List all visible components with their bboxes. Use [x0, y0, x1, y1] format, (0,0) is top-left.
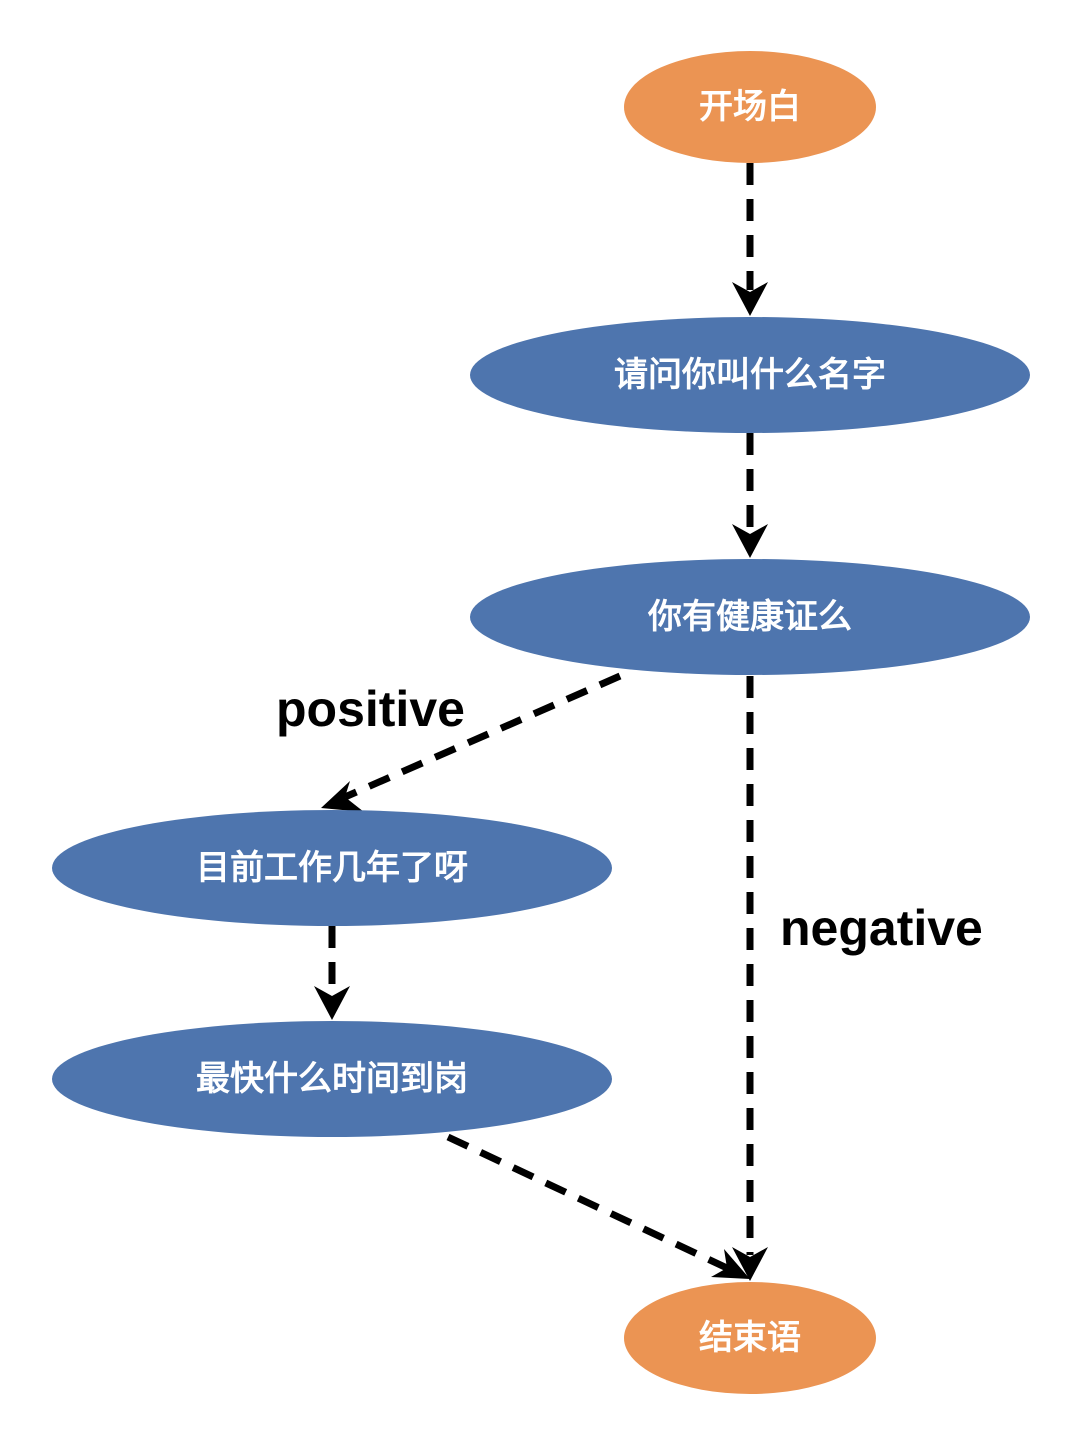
node-end[interactable]: 结束语: [624, 1282, 876, 1394]
start-label: 开场白: [699, 87, 801, 127]
arrowhead-ask-name: [732, 282, 768, 316]
node-work-years[interactable]: 目前工作几年了呀: [52, 810, 612, 926]
arrowhead-start-date: [314, 986, 350, 1020]
start-date-label: 最快什么时间到岗: [196, 1059, 468, 1099]
node-start[interactable]: 开场白: [624, 51, 876, 163]
start-date-shape: [52, 1021, 612, 1137]
negative-label: negative: [780, 900, 983, 956]
node-ask-name[interactable]: 请问你叫什么名字: [470, 317, 1030, 433]
work-years-label: 目前工作几年了呀: [196, 848, 468, 888]
end-label: 结束语: [699, 1318, 801, 1358]
end-shape: [624, 1282, 876, 1394]
edges: [314, 163, 768, 1281]
node-start-date[interactable]: 最快什么时间到岗: [52, 1021, 612, 1137]
node-health-cert[interactable]: 你有健康证么: [470, 559, 1030, 675]
ask-name-shape: [470, 317, 1030, 433]
health-cert-label: 你有健康证么: [647, 597, 852, 637]
health-cert-shape: [470, 559, 1030, 675]
arrowhead-end-from-start-date: [711, 1249, 750, 1279]
edge-positive: [343, 672, 622, 801]
work-years-shape: [52, 810, 612, 926]
start-shape: [624, 51, 876, 163]
arrowhead-end-negative: [732, 1247, 768, 1281]
edge-start-date-to-end: [446, 1133, 729, 1272]
positive-label: positive: [276, 681, 465, 737]
arrowhead-work-years: [321, 781, 364, 812]
ask-name-label: 请问你叫什么名字: [614, 355, 886, 395]
arrowhead-health-cert: [732, 524, 768, 558]
